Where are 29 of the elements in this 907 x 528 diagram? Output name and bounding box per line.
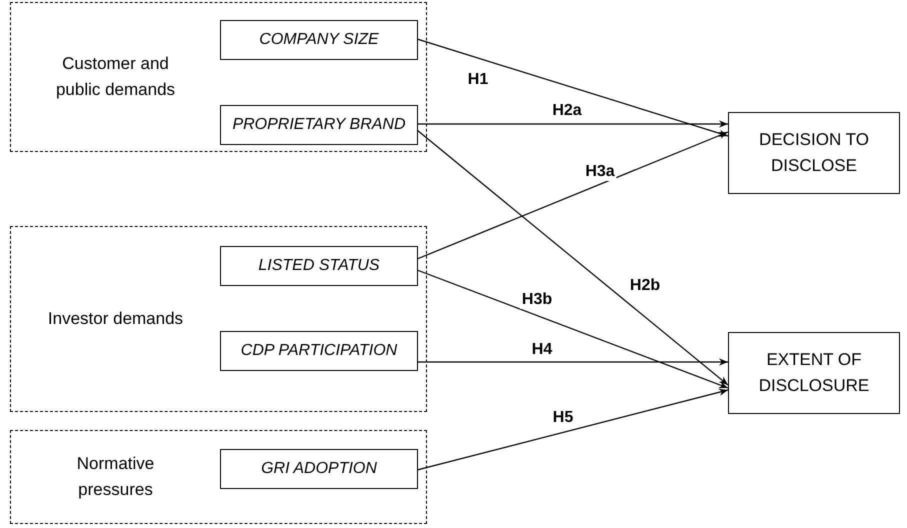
arrow: [417, 120, 728, 128]
box-text: PROPRIETARY BRAND: [232, 115, 406, 135]
box-text: GRI ADOPTION: [261, 459, 377, 479]
box-text: EXTENT OF DISCLOSURE: [758, 349, 870, 397]
box-text: CDP PARTICIPATION: [240, 341, 398, 361]
edge-label: H3a: [583, 163, 617, 181]
arrow: [416, 38, 728, 137]
group-heading: Normative pressures: [76, 453, 156, 501]
arrow: [416, 388, 728, 471]
arrow: [416, 130, 728, 386]
box-text: LISTED STATUS: [258, 256, 380, 276]
box-text: DECISION TO DISCLOSE: [758, 129, 870, 177]
dashed-group-box: [10, 2, 427, 152]
arrow: [416, 131, 728, 260]
dashed-group-box: [10, 430, 427, 524]
factor-box: [220, 449, 418, 489]
box-text: COMPANY SIZE: [259, 30, 379, 50]
outcome-box: [728, 112, 900, 194]
factor-box: [220, 331, 418, 371]
dashed-group-box: [10, 226, 427, 412]
group-heading: Investor demands: [48, 308, 184, 330]
group-heading: Customer and public demands: [54, 53, 176, 101]
edge-label: H3b: [520, 291, 554, 309]
outcome-box: [728, 332, 900, 414]
factor-box: [220, 105, 418, 145]
arrow: [416, 269, 728, 389]
factor-box: [220, 20, 418, 60]
arrow: [417, 358, 728, 366]
factor-box: [220, 246, 418, 286]
